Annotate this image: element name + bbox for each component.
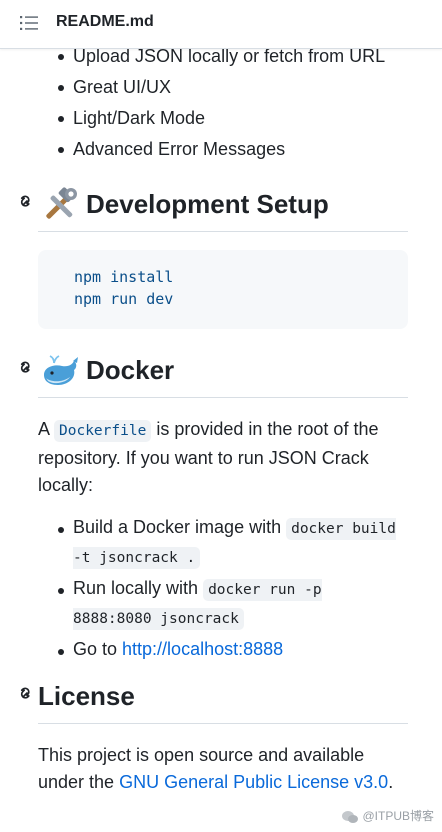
list-item: Upload JSON locally or fetch from URL: [38, 41, 385, 72]
whale-icon: [44, 355, 78, 385]
list-item: Great UI/UX: [38, 72, 385, 103]
localhost-link[interactable]: http://localhost:8888: [122, 639, 284, 659]
heading-license: License: [20, 675, 408, 724]
list-item: Build a Docker image with docker build -…: [38, 514, 400, 572]
file-header-bar: README.md: [0, 0, 442, 49]
section-title: Development Setup: [86, 189, 329, 219]
section-title: Docker: [86, 355, 175, 385]
file-title: README.md: [56, 13, 154, 30]
watermark: @ITPUB博客: [341, 807, 434, 824]
heading-development-setup: Development Setup: [20, 183, 408, 232]
list-item: Light/Dark Mode: [38, 103, 385, 134]
code-line: npm install: [74, 268, 174, 286]
feature-list: Upload JSON locally or fetch from URL Gr…: [38, 41, 385, 165]
heading-docker: Docker: [20, 349, 408, 398]
code-line: npm run dev: [74, 290, 174, 308]
link-anchor-icon[interactable]: [16, 686, 34, 704]
list-outline-icon[interactable]: [20, 15, 38, 31]
code-block: npm install npm run dev: [38, 250, 408, 329]
license-paragraph: This project is open source and availabl…: [38, 745, 394, 792]
docker-steps-list: Build a Docker image with docker build -…: [38, 514, 400, 666]
dockerfile-code: Dockerfile: [54, 420, 152, 442]
section-title: License: [38, 681, 135, 711]
link-anchor-icon[interactable]: [16, 360, 34, 378]
link-anchor-icon[interactable]: [16, 194, 34, 212]
gpl-license-link[interactable]: GNU General Public License v3.0: [119, 772, 389, 792]
list-item: Advanced Error Messages: [38, 134, 385, 165]
list-item: Run locally with docker run -p 8888:8080…: [38, 575, 400, 633]
list-item: Go to http://localhost:8888: [38, 636, 400, 663]
hammer-and-wrench-icon: [46, 187, 77, 219]
docker-intro-paragraph: A Dockerfile is provided in the root of …: [38, 419, 379, 495]
wechat-icon: [342, 810, 359, 823]
